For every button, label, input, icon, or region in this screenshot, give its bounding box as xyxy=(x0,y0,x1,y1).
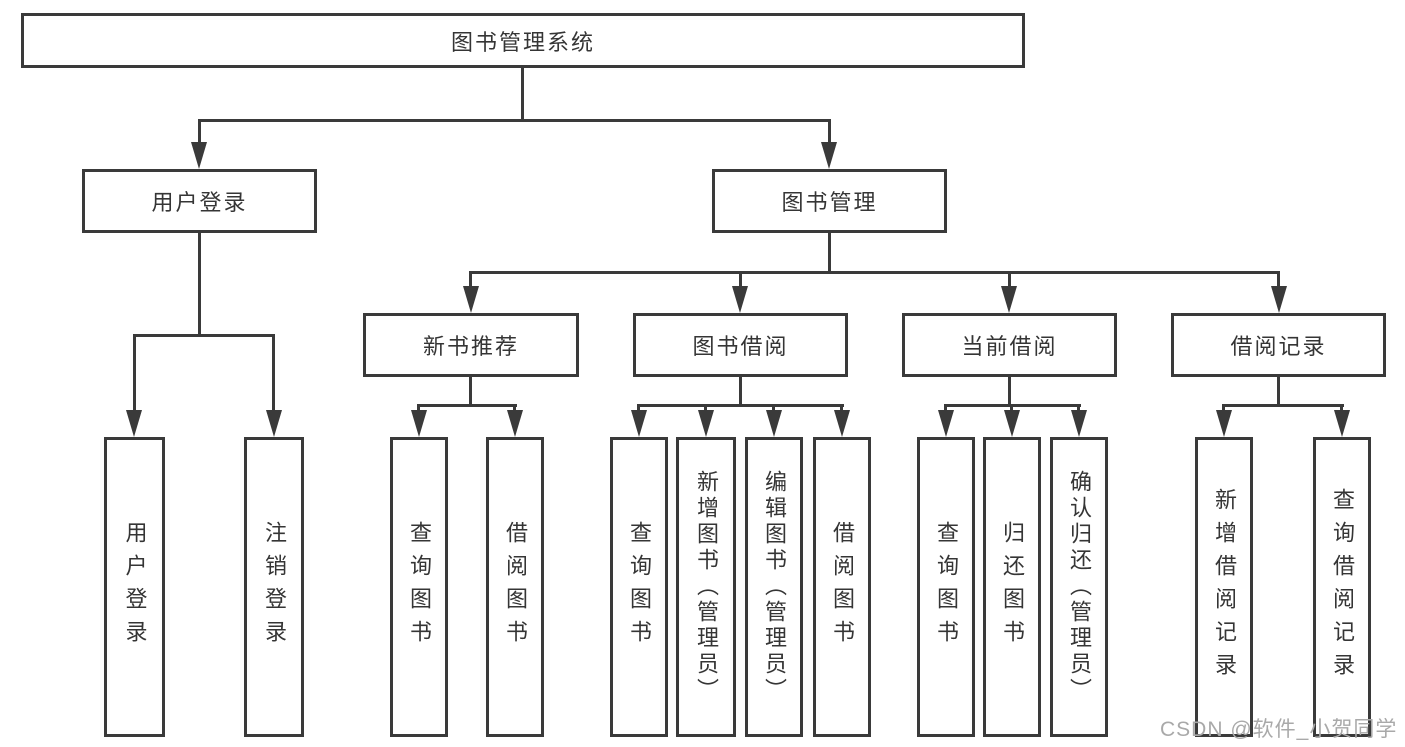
arrow-down-icon xyxy=(411,410,427,437)
leaf-label: 查询图书 xyxy=(934,521,959,653)
leaf-edit-books-admin: 编辑图书（管理员） xyxy=(745,437,803,737)
node-label: 图书借阅 xyxy=(692,334,789,359)
node-borrowing-records: 借阅记录 xyxy=(1171,313,1386,377)
arrow-down-icon xyxy=(1071,410,1087,437)
node-new-book-recommend: 新书推荐 xyxy=(363,313,579,377)
connector-line xyxy=(944,404,947,412)
leaf-label: 查询图书 xyxy=(407,521,432,653)
connector-line xyxy=(133,334,275,337)
leaf-query-books-recommend: 查询图书 xyxy=(390,437,448,737)
leaf-label: 新增图书（管理员） xyxy=(694,470,719,704)
node-user-login: 用户登录 xyxy=(82,169,317,233)
arrow-down-icon xyxy=(631,410,647,437)
connector-line xyxy=(1222,404,1225,412)
connector-line xyxy=(1340,404,1343,412)
connector-line xyxy=(1277,271,1280,287)
arrow-down-icon xyxy=(266,410,282,437)
node-label: 图书管理 xyxy=(781,190,878,215)
leaf-label: 查询图书 xyxy=(627,521,652,653)
connector-line xyxy=(469,271,1280,274)
arrow-down-icon xyxy=(126,410,142,437)
arrow-down-icon xyxy=(766,410,782,437)
leaf-label: 确认归还（管理员） xyxy=(1067,470,1092,704)
node-label: 当前借阅 xyxy=(961,334,1058,359)
connector-line xyxy=(513,404,516,412)
arrow-down-icon xyxy=(732,286,748,313)
arrow-down-icon xyxy=(1334,410,1350,437)
connector-line xyxy=(198,119,831,122)
node-label: 新书推荐 xyxy=(422,334,519,359)
arrow-down-icon xyxy=(938,410,954,437)
leaf-logout: 注销登录 xyxy=(244,437,304,737)
connector-line xyxy=(469,271,472,287)
leaf-label: 归还图书 xyxy=(1000,521,1025,653)
leaf-borrow-books: 借阅图书 xyxy=(813,437,871,737)
connector-line xyxy=(1077,404,1080,412)
connector-line xyxy=(272,334,275,411)
leaf-confirm-return-admin: 确认归还（管理员） xyxy=(1050,437,1108,737)
connector-line xyxy=(521,68,524,121)
node-book-management: 图书管理 xyxy=(712,169,947,233)
connector-line xyxy=(417,404,517,407)
node-root: 图书管理系统 xyxy=(21,13,1025,68)
connector-line xyxy=(637,404,640,412)
connector-line xyxy=(828,233,831,273)
connector-line xyxy=(637,404,844,407)
connector-line xyxy=(1222,404,1344,407)
node-book-borrowing: 图书借阅 xyxy=(633,313,848,377)
connector-line xyxy=(1010,404,1013,412)
node-root-label: 图书管理系统 xyxy=(450,29,595,55)
arrow-down-icon xyxy=(1004,410,1020,437)
arrow-down-icon xyxy=(698,410,714,437)
node-label: 借阅记录 xyxy=(1230,334,1327,359)
leaf-add-books-admin: 新增图书（管理员） xyxy=(676,437,736,737)
leaf-query-borrow-record: 查询借阅记录 xyxy=(1313,437,1371,737)
connector-line xyxy=(1008,271,1011,287)
connector-line xyxy=(469,377,472,407)
connector-line xyxy=(1008,377,1011,407)
connector-line xyxy=(772,404,775,412)
leaf-query-books-borrowing: 查询图书 xyxy=(610,437,668,737)
connector-line xyxy=(704,404,707,412)
arrow-down-icon xyxy=(507,410,523,437)
leaf-query-books-current: 查询图书 xyxy=(917,437,975,737)
leaf-label: 注销登录 xyxy=(262,521,287,653)
arrow-down-icon xyxy=(834,410,850,437)
node-current-borrowing: 当前借阅 xyxy=(902,313,1117,377)
connector-line xyxy=(739,271,742,287)
arrow-down-icon xyxy=(1271,286,1287,313)
connector-line xyxy=(198,233,201,337)
leaf-user-login: 用户登录 xyxy=(104,437,165,737)
node-label: 用户登录 xyxy=(151,190,248,215)
arrow-down-icon xyxy=(821,142,837,169)
leaf-label: 借阅图书 xyxy=(503,521,528,653)
leaf-label: 用户登录 xyxy=(122,521,148,653)
connector-line xyxy=(1277,377,1280,407)
arrow-down-icon xyxy=(191,142,207,169)
arrow-down-icon xyxy=(463,286,479,313)
connector-line xyxy=(739,377,742,407)
leaf-label: 编辑图书（管理员） xyxy=(762,470,787,704)
leaf-label: 借阅图书 xyxy=(830,521,855,653)
connector-line xyxy=(828,119,831,143)
connector-line xyxy=(840,404,843,412)
leaf-add-borrow-record: 新增借阅记录 xyxy=(1195,437,1253,737)
leaf-return-books: 归还图书 xyxy=(983,437,1041,737)
watermark: CSDN @软件_小贺同学 xyxy=(1160,718,1398,741)
arrow-down-icon xyxy=(1001,286,1017,313)
leaf-label: 新增借阅记录 xyxy=(1212,488,1237,686)
connector-line xyxy=(133,334,136,411)
arrow-down-icon xyxy=(1216,410,1232,437)
connector-line xyxy=(417,404,420,412)
leaf-label: 查询借阅记录 xyxy=(1330,488,1355,686)
leaf-borrow-books-recommend: 借阅图书 xyxy=(486,437,544,737)
connector-line xyxy=(198,119,201,143)
